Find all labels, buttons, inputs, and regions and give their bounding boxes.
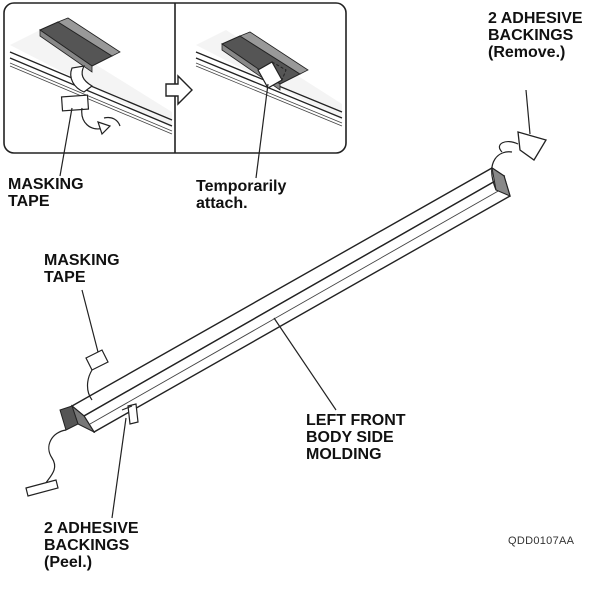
label-line: BODY SIDE [306, 429, 394, 446]
label-line: MASKING [8, 176, 84, 193]
label-line: LEFT FRONT [306, 412, 406, 429]
label-temporarily-attach: Temporarily attach. [196, 178, 286, 212]
label-line: BACKINGS [44, 537, 130, 554]
label-line: TAPE [44, 269, 86, 286]
inset-right-molding [195, 30, 343, 127]
label-line: BACKINGS [488, 27, 574, 44]
label-line: Temporarily [196, 178, 287, 195]
label-line: 2 ADHESIVE [488, 10, 583, 27]
label-line: MASKING [44, 252, 120, 269]
leader-adhesive-remove [525, 89, 531, 135]
figure-code: QDD0107AA [508, 535, 575, 547]
label-line: (Peel.) [44, 554, 93, 571]
label-line: (Remove.) [488, 44, 566, 61]
step-arrow-icon [165, 74, 193, 106]
label-adhesive-peel: 2 ADHESIVE BACKINGS (Peel.) [44, 520, 139, 571]
label-line: MOLDING [306, 446, 382, 463]
inset-masking-tape [60, 65, 121, 136]
label-masking-tape: MASKING TAPE [44, 252, 120, 286]
leader-masking-inset [59, 107, 73, 177]
leader-masking-main [81, 289, 99, 353]
label-inset-masking-tape: MASKING TAPE [8, 176, 84, 210]
label-line: attach. [196, 195, 248, 212]
masking-tape-main [81, 289, 109, 401]
label-body-side-molding: LEFT FRONT BODY SIDE MOLDING [306, 412, 406, 463]
label-line: 2 ADHESIVE [44, 520, 139, 537]
label-adhesive-remove: 2 ADHESIVE BACKINGS (Remove.) [488, 10, 583, 61]
adhesive-backing-left [25, 403, 139, 519]
leader-temporarily [255, 83, 269, 179]
adhesive-backing-right [491, 89, 547, 191]
label-line: TAPE [8, 193, 50, 210]
inset-left-molding [9, 17, 173, 135]
leader-molding [273, 317, 337, 411]
main-molding [59, 166, 511, 434]
inset-panel [3, 2, 347, 179]
arrow-icon [97, 121, 112, 136]
leader-adhesive-peel [111, 417, 127, 519]
